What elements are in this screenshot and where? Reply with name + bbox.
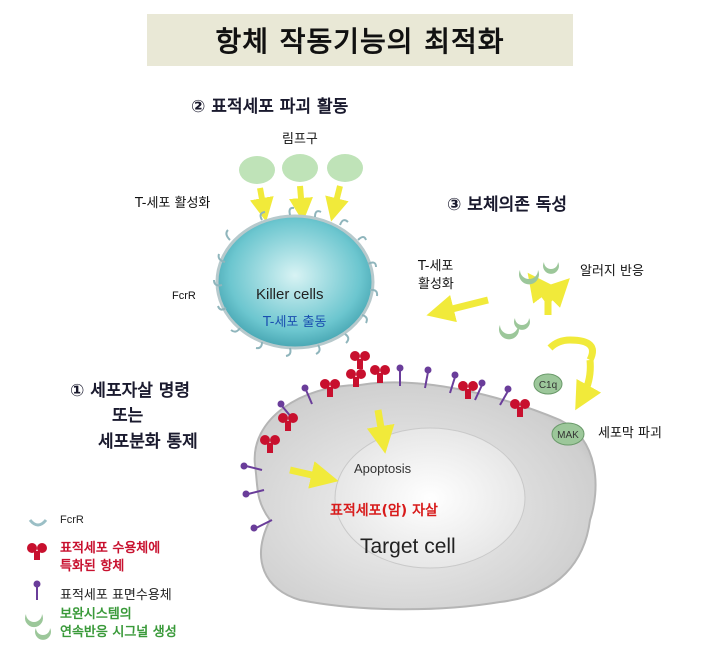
c1q-complex: C1q	[533, 373, 563, 395]
legend-icons	[25, 519, 51, 640]
target-cell	[253, 381, 597, 611]
c1q-label: C1q	[539, 380, 557, 391]
allergy-label: 알러지 반응	[580, 264, 644, 279]
legend-fcr: FcrR	[60, 514, 84, 526]
lymphocyte-label: 림프구	[282, 132, 318, 147]
lymphocyte-group	[239, 154, 363, 184]
section2-heading: ② 표적세포 파괴 활동	[191, 97, 349, 117]
lymphocyte	[239, 156, 275, 184]
receptor-legend-icon	[33, 580, 41, 600]
section3-heading: ③ 보체의존 독성	[447, 195, 568, 215]
apoptosis-label: Apoptosis	[354, 461, 412, 476]
fcr-receptors	[213, 206, 379, 357]
complement-fragments	[499, 262, 560, 340]
membrane-label: 세포막 파괴	[598, 426, 662, 441]
action-arrows	[289, 272, 602, 489]
suicide-label: 표적세포(암) 자살	[330, 503, 438, 519]
killer-cell-label: Killer cells	[256, 286, 324, 303]
lymph-arrows	[250, 185, 349, 222]
antibodies	[260, 351, 530, 453]
section1-line3: 세포분화 통제	[98, 432, 198, 452]
antibody-legend-icon	[27, 543, 47, 560]
mak-complex: MAK	[551, 422, 585, 446]
complement-legend-icon	[25, 614, 51, 640]
mak-label: MAK	[557, 430, 579, 441]
lymphocyte	[327, 154, 363, 182]
legend-complement: 보완시스템의 연속반응 시그널 생성	[60, 607, 177, 640]
legend-antibody: 표적세포 수용체에 특화된 항체	[60, 541, 161, 574]
page-title: 항체 작동기능의 최적화	[215, 25, 505, 58]
killer-sub-label: T-세포 출동	[263, 315, 327, 330]
section1-line1: ① 세포자살 명령	[70, 381, 191, 401]
section1-line2: 또는	[112, 406, 144, 426]
lymphocyte	[282, 154, 318, 182]
fcr-label: FcrR	[172, 290, 196, 302]
t-activation-label-2: T-세포 활성화	[418, 259, 454, 292]
killer-cell	[213, 206, 379, 357]
title-banner: 항체 작동기능의 최적화	[147, 14, 573, 66]
surface-receptors	[240, 364, 512, 532]
target-cell-label: Target cell	[360, 535, 456, 558]
fcr-legend-icon	[28, 519, 48, 527]
legend-receptor: 표적세포 표면수용체	[60, 588, 172, 603]
t-activation-label: T-세포 활성화	[135, 196, 211, 211]
